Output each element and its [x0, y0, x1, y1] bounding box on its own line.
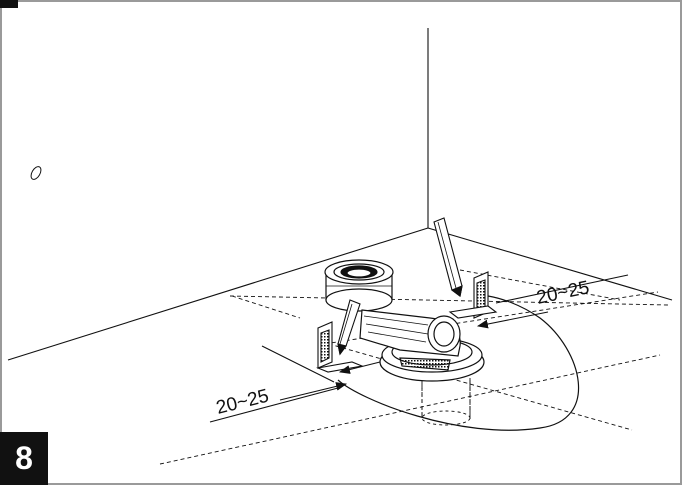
toilet-flange-icon	[324, 259, 394, 312]
room-walls	[7, 28, 673, 361]
dimension-arrow-left-inner	[338, 361, 381, 374]
dimension-leader-left	[261, 345, 335, 383]
floor-wall-edge-right	[427, 227, 673, 301]
drain-outlet-dashed	[421, 382, 471, 426]
corner-tab	[0, 0, 18, 8]
dimension-arrow-right	[476, 311, 549, 329]
step-number-badge: 8	[0, 432, 48, 485]
dimension-line-left	[209, 387, 339, 423]
dimension-arrow-left	[279, 382, 348, 401]
pencil-icon	[433, 217, 463, 297]
marker-bracket-icon	[448, 271, 498, 319]
wall-hole-mark	[30, 166, 42, 180]
dimension-left: 20~25	[209, 345, 381, 423]
waste-pipe-elbow-icon	[359, 309, 485, 382]
marking-outline-curve	[337, 295, 580, 431]
floor-wall-edge-left	[7, 227, 429, 361]
dimension-line-right	[495, 274, 629, 304]
pencil-icon	[337, 299, 361, 356]
